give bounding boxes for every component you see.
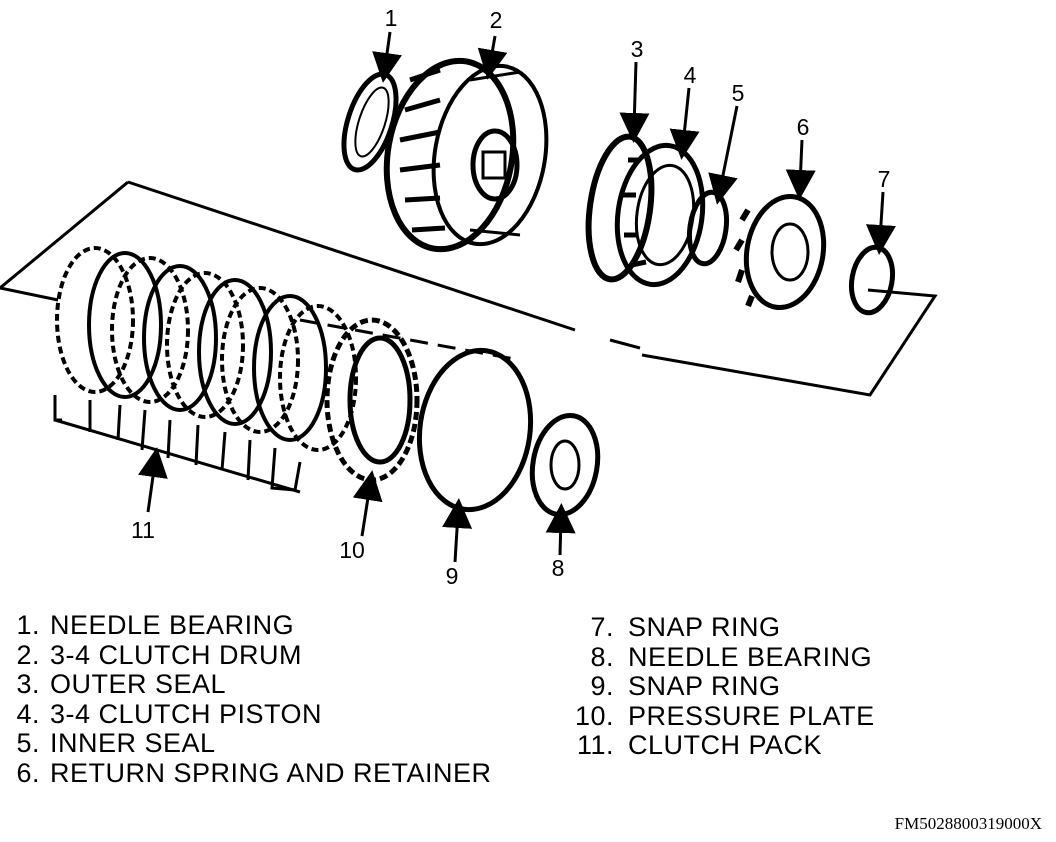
callout-leaders [138,31,896,563]
callout-2: 2 [490,7,503,33]
legend-label: 3-4 CLUTCH PISTON [50,698,323,729]
legend-label: SNAP RING [628,612,781,642]
legend-item: 2. 3-4 CLUTCH DRUM [2,639,492,671]
snap-ring-small [848,244,896,316]
legend-right: 7. SNAP RING 8. NEEDLE BEARING 9. SNAP RING… [572,612,875,761]
callout-8: 8 [552,555,565,581]
legend-item: 4. 3-4 CLUTCH PISTON [2,698,492,730]
callout-11: 11 [131,517,155,543]
assembly-plane-outline [0,180,938,397]
legend-number: 9. [590,671,614,701]
exploded-view-drawing: 1 2 3 4 5 6 7 8 9 10 11 [0,5,938,589]
legend-item: 11. CLUTCH PACK [572,730,875,761]
legend-label: 3-4 CLUTCH DRUM [50,639,303,670]
legend-label: SNAP RING [628,671,781,701]
legend-label: RETURN SPRING AND RETAINER [50,757,492,788]
legend-label: NEEDLE BEARING [628,641,873,672]
legend-left: 1. NEEDLE BEARING 2. 3-4 CLUTCH DRUM 3. OUT… [2,610,492,789]
legend-label: PRESSURE PLATE [628,700,875,731]
callout-5: 5 [732,80,745,106]
clutch-piston [614,142,706,288]
callout-1: 1 [385,5,398,31]
legend-number: 11. [576,730,614,760]
callout-6: 6 [797,114,810,140]
legend-label: NEEDLE BEARING [50,610,295,640]
legend-number: 8. [590,641,614,672]
clutch-pack-plates [53,246,358,494]
legend-number: 1. [16,610,40,640]
callout-3: 3 [631,36,644,62]
return-spring-retainer [733,193,827,311]
legend-number: 3. [16,669,40,699]
snap-ring-large [416,347,534,513]
needle-bearing-thrust [529,412,601,518]
legend-item: 10. PRESSURE PLATE [572,700,875,732]
legend-number: 2. [16,639,40,670]
legend-number: 5. [16,728,40,758]
legend-number: 6. [16,757,40,788]
legend-number: 10. [574,700,614,731]
legend-item: 7. SNAP RING [572,612,875,643]
callout-numbers: 1 2 3 4 5 6 7 8 9 10 11 [131,5,890,589]
legend-label: CLUTCH PACK [628,730,823,760]
callout-10: 10 [339,537,365,563]
legend-item: 9. SNAP RING [572,671,875,702]
legend-item: 1. NEEDLE BEARING [2,610,492,641]
callout-9: 9 [446,563,459,589]
legend-label: INNER SEAL [50,728,216,758]
legend-number: 4. [16,698,40,729]
figure-id: FM5028800319000X [894,814,1042,833]
legend-label: OUTER SEAL [50,669,227,699]
clutch-drum [383,57,549,253]
legend-item: 6. RETURN SPRING AND RETAINER [2,757,492,789]
callout-4: 4 [684,62,697,88]
legend-item: 3. OUTER SEAL [2,669,492,700]
legend-number: 7. [590,612,614,642]
callout-7: 7 [878,166,891,192]
legend-item: 8. NEEDLE BEARING [572,641,875,673]
legend-item: 5. INNER SEAL [2,728,492,759]
pressure-plate [324,317,420,483]
